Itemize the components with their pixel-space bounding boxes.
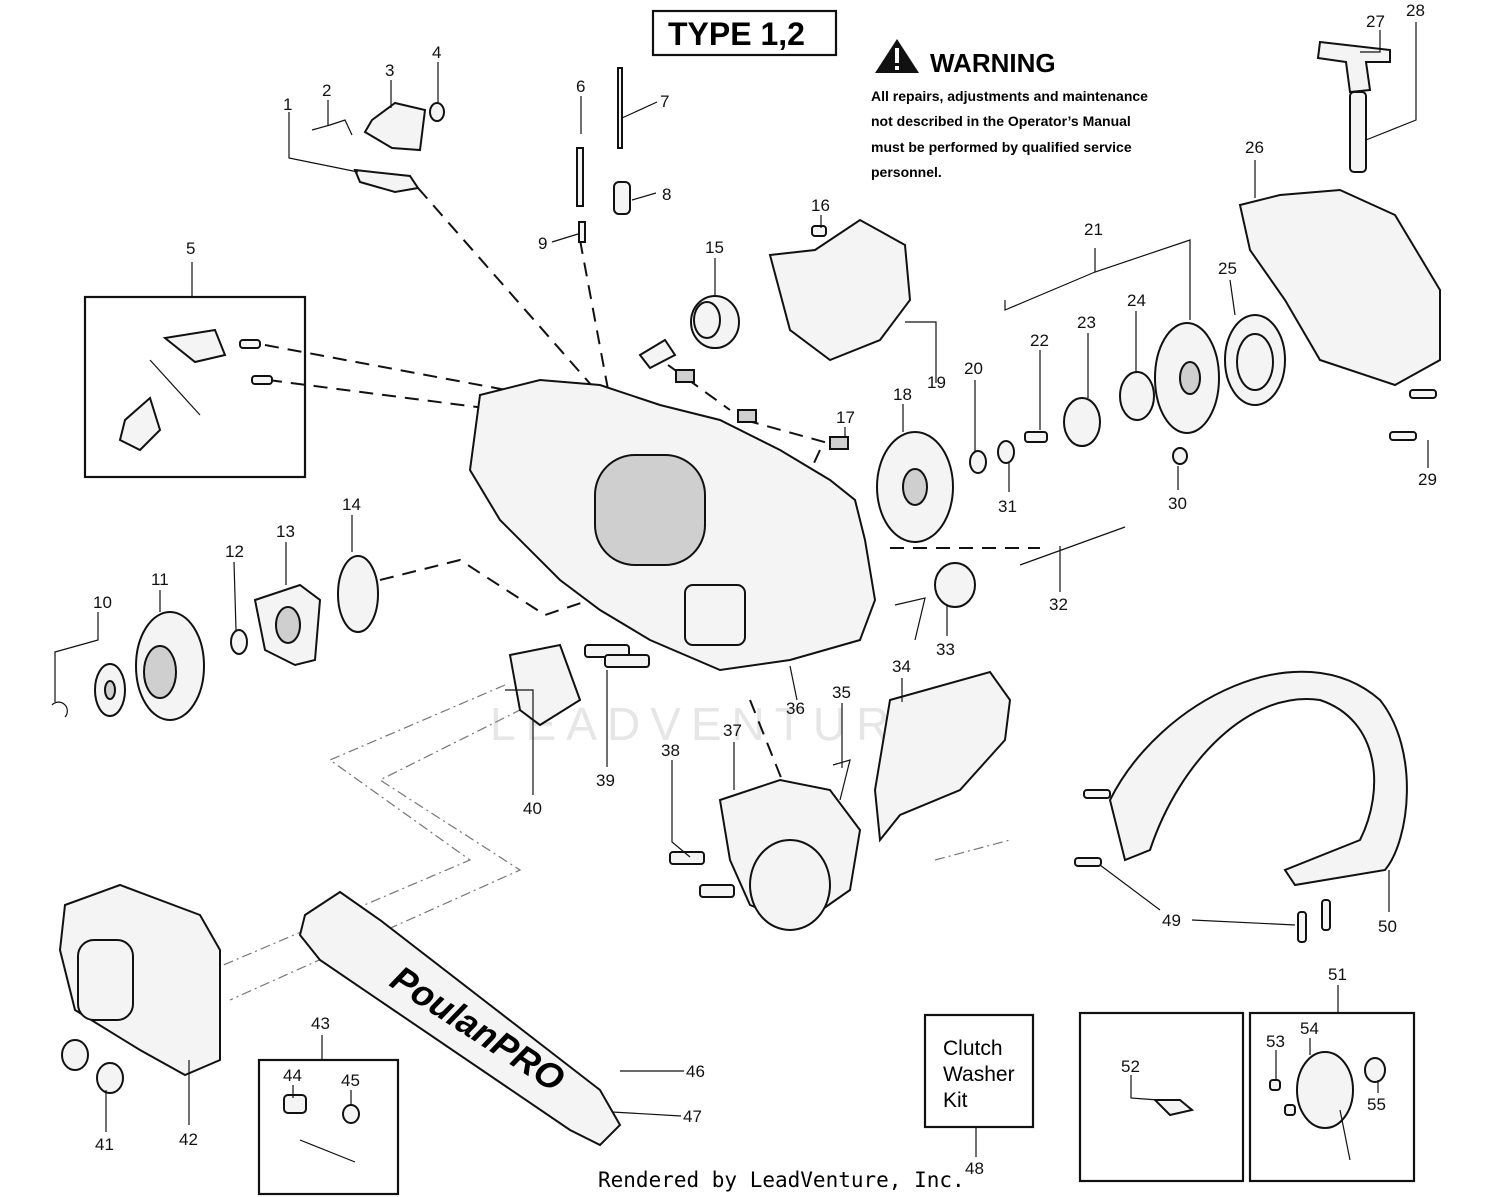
callout-number: 15 — [705, 238, 724, 257]
callout-number: 17 — [836, 408, 855, 427]
callout-number: 3 — [385, 61, 394, 80]
callout-number: 37 — [723, 721, 742, 740]
callout-number: 39 — [596, 771, 615, 790]
callout-number: 16 — [811, 196, 830, 215]
callout-number: 35 — [832, 683, 851, 702]
callout-number: 38 — [661, 741, 680, 760]
type-label: TYPE 1,2 — [668, 16, 805, 52]
callout-number: 31 — [998, 497, 1017, 516]
callout-number: 14 — [342, 495, 361, 514]
callout-number: 45 — [341, 1071, 360, 1090]
warning-line: personnel. — [871, 164, 942, 180]
callout-number: 18 — [893, 385, 912, 404]
callout-number: 50 — [1378, 917, 1397, 936]
callout-number: 33 — [936, 640, 955, 659]
kit-box — [923, 1013, 1035, 1129]
callout-number: 27 — [1366, 12, 1385, 31]
callout-number: 2 — [322, 81, 331, 100]
callout-number: 53 — [1266, 1032, 1285, 1051]
callout-number: 13 — [276, 522, 295, 541]
callout-number: 6 — [576, 77, 585, 96]
callout-number: 52 — [1121, 1057, 1140, 1076]
footer-credit: Rendered by LeadVenture, Inc. — [598, 1168, 965, 1192]
callout-number: 48 — [965, 1159, 984, 1178]
callout-number: 25 — [1218, 259, 1237, 278]
callout-number: 44 — [283, 1066, 302, 1085]
callout-number: 29 — [1418, 470, 1437, 489]
callout-number: 19 — [927, 373, 946, 392]
callout-number: 12 — [225, 542, 244, 561]
callout-number: 10 — [93, 593, 112, 612]
callout-box-52 — [1078, 1011, 1245, 1183]
type-label-box — [651, 9, 838, 57]
warning-title: WARNING — [930, 48, 1056, 78]
bar-brand-label: PoulanPRO — [384, 957, 572, 1099]
callout-box-43 — [257, 1058, 400, 1196]
callout-number: 7 — [660, 92, 669, 111]
callout-number: 34 — [892, 657, 911, 676]
callout-number: 55 — [1367, 1095, 1386, 1114]
callout-number: 42 — [179, 1130, 198, 1149]
callout-number: 11 — [151, 570, 169, 589]
callout-number: 43 — [311, 1014, 330, 1033]
callout-number: 26 — [1245, 138, 1264, 157]
kit-label-line: Clutch — [943, 1037, 1003, 1060]
callout-number: 41 — [95, 1135, 114, 1154]
parts: PoulanPRO — [51, 40, 1441, 1163]
callout-number: 9 — [538, 234, 547, 253]
callout-number: 28 — [1406, 1, 1425, 20]
callout-number: 46 — [686, 1062, 705, 1081]
kit-label-line: Washer — [943, 1063, 1015, 1086]
warning-line: All repairs, adjustments and maintenance — [871, 88, 1148, 104]
callout-numbers: 1 2 3 4 5 6 7 8 9 10 11 12 13 14 15 16 1… — [93, 1, 1437, 1178]
callout-number: 30 — [1168, 494, 1187, 513]
callout-number: 22 — [1030, 331, 1049, 350]
callout-box-5 — [83, 295, 307, 479]
callout-number: 23 — [1077, 313, 1096, 332]
callout-number: 20 — [964, 359, 983, 378]
callout-number: 8 — [662, 185, 671, 204]
callout-number: 54 — [1300, 1019, 1319, 1038]
callout-box-51 — [1248, 1011, 1416, 1183]
callout-number: 40 — [523, 799, 542, 818]
callout-number: 36 — [786, 699, 805, 718]
warning-block: WARNING All repairs, adjustments and mai… — [871, 39, 1148, 180]
callout-number: 5 — [186, 239, 195, 258]
warning-line: must be performed by qualified service — [871, 139, 1132, 155]
kit-label-line: Kit — [943, 1089, 968, 1112]
callout-number: 21 — [1084, 220, 1103, 239]
callout-number: 4 — [432, 43, 441, 62]
warning-line: not described in the Operator’s Manual — [871, 113, 1131, 129]
callout-number: 49 — [1162, 911, 1181, 930]
callout-number: 32 — [1049, 595, 1068, 614]
callout-number: 47 — [683, 1107, 702, 1126]
callout-number: 24 — [1127, 291, 1146, 310]
callout-number: 51 — [1328, 965, 1347, 984]
callout-leaders — [54, 22, 1429, 1157]
callout-number: 1 — [283, 95, 292, 114]
